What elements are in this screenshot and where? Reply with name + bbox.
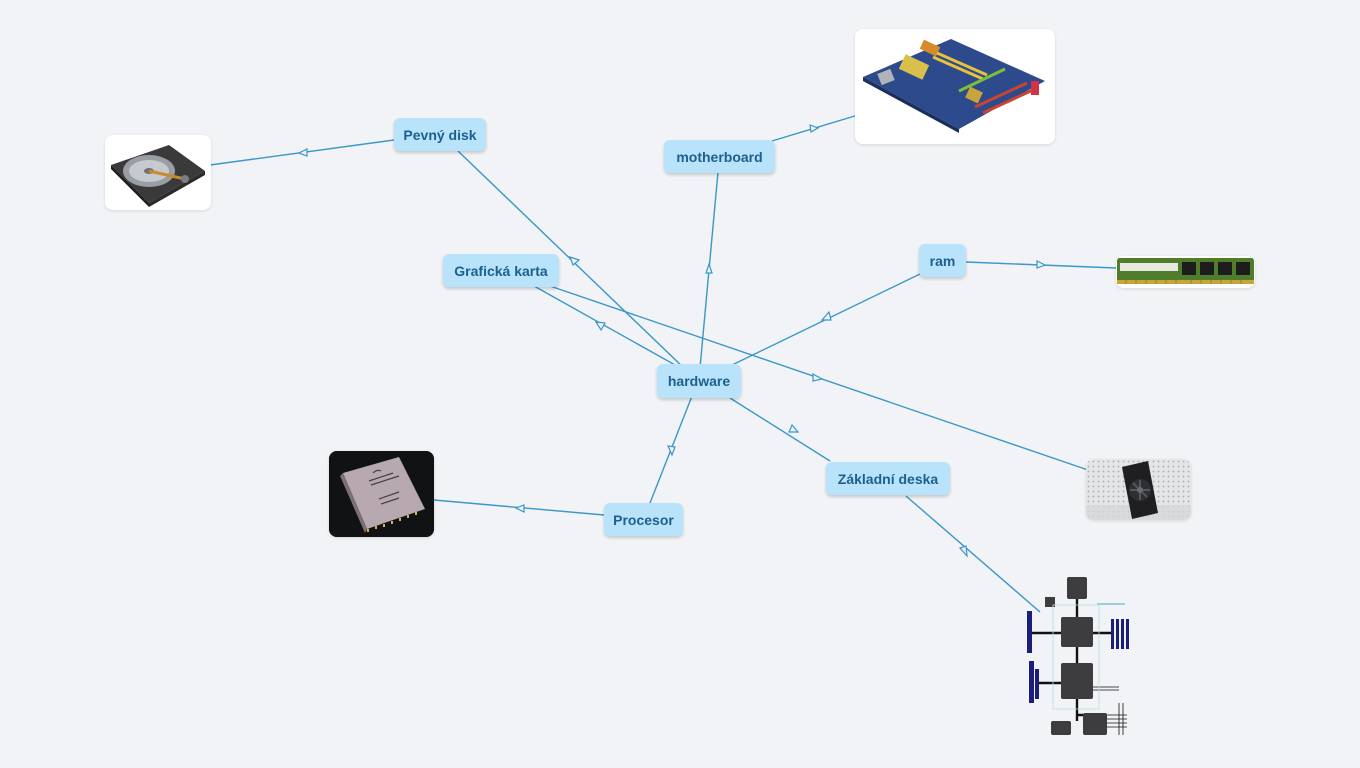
arrow-marker: [594, 321, 606, 332]
motherboard-drawing: [855, 29, 1055, 144]
arrow-marker: [958, 545, 968, 558]
connector-hardware-graficka-karta: [533, 285, 685, 371]
arrow-marker: [809, 124, 820, 133]
topic-hardware[interactable]: hardware: [657, 364, 741, 398]
chipset-diagram-drawing: [1027, 577, 1129, 735]
topic-graficka-karta[interactable]: Grafická karta: [443, 254, 559, 287]
topic-procesor[interactable]: Procesor: [604, 503, 683, 536]
arrow-marker: [820, 310, 832, 321]
topic-ram[interactable]: ram: [919, 244, 966, 277]
ram-drawing: [1116, 256, 1255, 288]
ram-image[interactable]: [1116, 256, 1255, 288]
processor-drawing: [329, 451, 434, 537]
hard-disk-image[interactable]: [105, 135, 211, 210]
processor-image[interactable]: [329, 451, 434, 537]
topic-motherboard[interactable]: motherboard: [664, 140, 775, 173]
hard-disk-drawing: [105, 135, 211, 210]
arrow-marker: [297, 148, 308, 157]
connector-hardware-zakladni-deska: [729, 397, 831, 462]
arrow-marker: [705, 262, 713, 274]
graphics-card-image[interactable]: [1086, 459, 1191, 520]
graphics-card-drawing: [1086, 459, 1191, 520]
chipset-diagram-image[interactable]: [1023, 575, 1133, 737]
arrow-marker: [514, 504, 525, 513]
topic-pevny-disk[interactable]: Pevný disk: [394, 118, 486, 151]
topic-zakladni-deska[interactable]: Základní deska: [826, 462, 950, 495]
arrow-marker: [812, 372, 824, 382]
arrow-marker: [1036, 260, 1047, 269]
arrow-marker: [568, 256, 581, 267]
motherboard-image[interactable]: [855, 29, 1055, 144]
connector-zakladni-deska-image: [905, 495, 1041, 613]
arrow-marker: [788, 423, 800, 433]
arrow-marker: [667, 445, 676, 457]
